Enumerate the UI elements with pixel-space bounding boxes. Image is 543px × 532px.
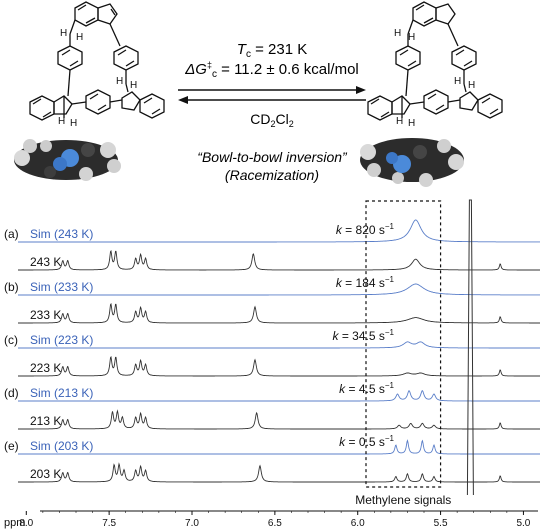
hydrogen-label: H xyxy=(408,32,415,43)
right-molecule-structure xyxy=(367,1,503,121)
hydrogen-label: H xyxy=(70,118,77,129)
rate-constant-label: k = 4.5 s−1 xyxy=(339,381,394,396)
experimental-spectrum-trace xyxy=(18,355,540,377)
experimental-series-label: 223 K xyxy=(30,361,61,375)
solvent-peak xyxy=(466,199,474,496)
hydrogen-label: H xyxy=(58,116,65,127)
x-tick-label: 8.0 xyxy=(19,518,33,529)
x-tick-label: 7.5 xyxy=(102,518,116,529)
experimental-spectrum-trace xyxy=(18,249,540,271)
simulated-spectrum-trace xyxy=(18,439,540,455)
panel-label: (c) xyxy=(4,333,18,347)
caption-line-2: (Racemization) xyxy=(225,167,319,183)
simulated-series-label: Sim (213 K) xyxy=(30,386,93,400)
rate-constant-label: k = 0.5 s−1 xyxy=(339,434,394,449)
simulated-series-label: Sim (243 K) xyxy=(30,227,93,241)
panel-label: (e) xyxy=(4,439,19,453)
panel-label: (a) xyxy=(4,227,19,241)
hydrogen-label: H xyxy=(454,76,461,87)
hydrogen-label: H xyxy=(394,28,401,39)
x-axis-label: ppm xyxy=(4,517,25,529)
equilibrium-arrows xyxy=(178,86,366,104)
hydrogen-label: H xyxy=(116,76,123,87)
x-tick-label: 6.0 xyxy=(351,518,365,529)
hydrogen-label: H xyxy=(468,80,475,91)
hydrogen-label: H xyxy=(60,28,67,39)
experimental-series-label: 233 K xyxy=(30,308,61,322)
x-tick-label: 6.5 xyxy=(268,518,282,529)
simulated-series-label: Sim (223 K) xyxy=(30,333,93,347)
panel-label: (b) xyxy=(4,280,19,294)
experimental-spectrum-trace xyxy=(18,462,540,483)
simulated-series-label: Sim (203 K) xyxy=(30,439,93,453)
hydrogen-label: H xyxy=(396,116,403,127)
experimental-spectrum-trace xyxy=(18,409,540,430)
x-tick-label: 7.0 xyxy=(185,518,199,529)
coalescence-temperature: Tc = 231 K xyxy=(237,41,307,60)
left-molecule-h-labels: H H H H H H xyxy=(58,28,137,129)
simulated-spectrum-trace xyxy=(18,283,540,296)
caption-line-1: “Bowl-to-bowl inversion” xyxy=(197,149,348,165)
simulated-spectrum-trace xyxy=(18,390,540,402)
right-space-filling-model xyxy=(360,138,464,187)
rate-constant-label: k = 34.5 s−1 xyxy=(333,328,395,343)
x-tick-label: 5.5 xyxy=(434,518,448,529)
methylene-signals-label: Methylene signals xyxy=(355,493,451,507)
methylene-signals-box xyxy=(365,200,442,488)
simulated-spectrum-trace xyxy=(18,219,540,243)
experimental-series-label: 213 K xyxy=(30,414,61,428)
experimental-series-label: 203 K xyxy=(30,467,61,481)
experimental-series-label: 243 K xyxy=(30,255,61,269)
hydrogen-label: H xyxy=(408,118,415,129)
rate-constant-label: k = 820 s−1 xyxy=(336,222,395,237)
panel-label: (d) xyxy=(4,386,19,400)
activation-free-energy: ΔG‡c = 11.2 ± 0.6 kcal/mol xyxy=(184,60,359,80)
left-molecule-structure xyxy=(29,1,165,121)
x-tick-label: 5.0 xyxy=(516,518,530,529)
hydrogen-label: H xyxy=(130,80,137,91)
experimental-spectrum-trace xyxy=(18,302,540,324)
nmr-spectra: (a) Sim (243 K) 243 K k = 820 s−1 (b) Sim (23… xyxy=(4,199,540,529)
solvent-label: CD2Cl2 xyxy=(250,111,294,129)
simulated-spectrum-trace xyxy=(18,341,540,349)
simulated-series-label: Sim (233 K) xyxy=(30,280,93,294)
left-space-filling-model xyxy=(14,139,121,181)
right-molecule-h-labels: H H H H H H xyxy=(394,28,475,129)
rate-constant-label: k = 184 s−1 xyxy=(336,275,395,290)
hydrogen-label: H xyxy=(76,32,83,43)
